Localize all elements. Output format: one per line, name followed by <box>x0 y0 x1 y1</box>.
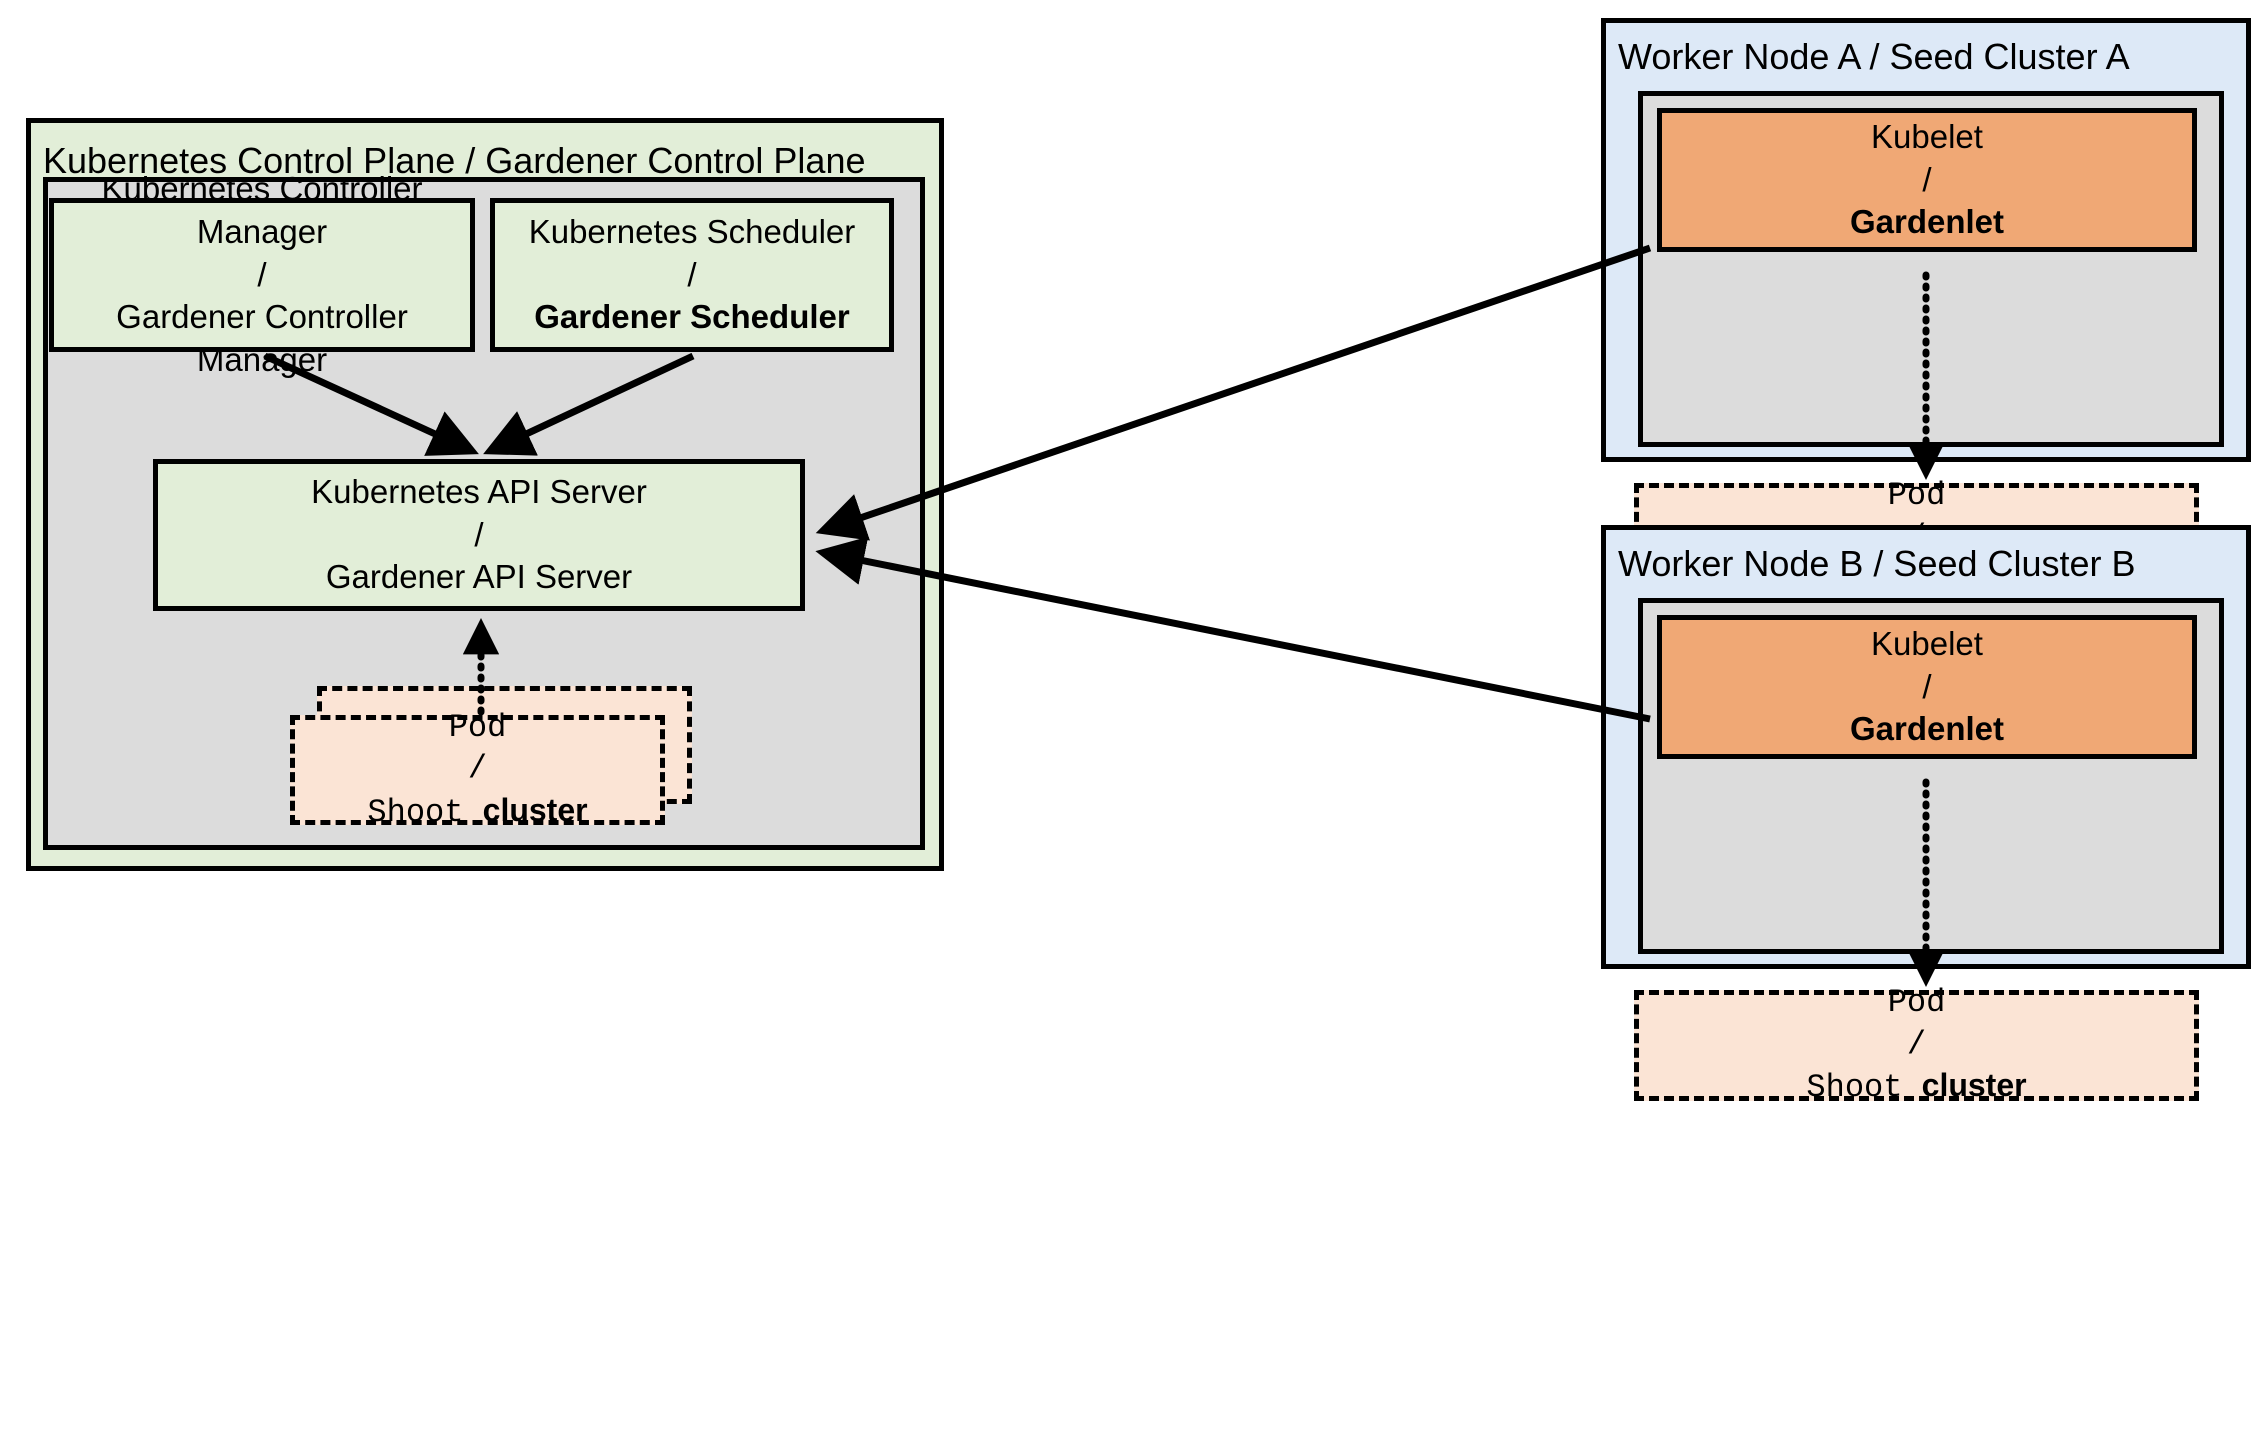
arrow-seed-b-kubelet-to-api-server <box>815 536 1651 723</box>
seed-b-kubelet-line-1: Kubelet <box>1871 624 1983 662</box>
seed-b-pod-separator: / <box>1906 1025 1927 1063</box>
seed-a-kubelet-line-1: Kubelet <box>1871 117 1983 155</box>
scheduler-separator: / <box>687 255 697 293</box>
control-plane-pod-box[interactable]: Pod / Shoot cluster <box>290 709 665 831</box>
seed-b-kubelet-box[interactable]: Kubelet / Gardenlet <box>1657 615 2197 759</box>
api-server-line-1: Kubernetes API Server <box>311 472 647 510</box>
scheduler-line-1: Kubernetes Scheduler <box>528 212 856 250</box>
seed-b-pod-cluster-word: cluster <box>1921 1067 2027 1104</box>
control-plane-pod-line-1: Pod <box>448 708 507 746</box>
seed-b-pod-line-1: Pod <box>1887 984 1946 1022</box>
seed-cluster-a-title: Worker Node A / Seed Cluster A <box>1618 36 2130 77</box>
arrow-seed-a-kubelet-to-api-server <box>815 244 1652 541</box>
control-plane-pod-shoot-word: Shoot <box>367 793 483 831</box>
seed-b-pod-line-2: Shoot cluster <box>1806 1065 2026 1109</box>
seed-b-kubelet-separator: / <box>1922 667 1932 705</box>
seed-b-kubelet-line-2: Gardenlet <box>1849 710 2005 748</box>
seed-b-pod-box[interactable]: Pod / Shoot cluster <box>1634 984 2199 1106</box>
controller-manager-line-1: Kubernetes Controller Manager <box>101 169 423 250</box>
api-server-line-2: Gardener API Server <box>325 558 633 596</box>
api-server-separator: / <box>474 515 484 553</box>
control-plane-pod-separator: / <box>467 750 488 788</box>
controller-manager-line-2: Gardener Controller Manager <box>116 298 408 379</box>
seed-a-pod-line-1: Pod <box>1887 477 1946 515</box>
control-plane-title: Kubernetes Control Plane / Gardener Cont… <box>43 140 866 181</box>
scheduler-line-2: Gardener Scheduler <box>534 298 850 336</box>
kubernetes-controller-manager-box[interactable]: Kubernetes Controller Manager / Gardener… <box>49 170 475 378</box>
seed-a-kubelet-box[interactable]: Kubelet / Gardenlet <box>1657 108 2197 252</box>
control-plane-pod-cluster-word: cluster <box>482 791 588 828</box>
kubernetes-scheduler-box[interactable]: Kubernetes Scheduler / Gardener Schedule… <box>490 198 894 352</box>
seed-b-pod-shoot-word: Shoot <box>1806 1069 1922 1107</box>
seed-a-kubelet-line-2: Gardenlet <box>1849 203 2005 241</box>
controller-manager-separator: / <box>257 255 267 293</box>
control-plane-pod-line-2: Shoot cluster <box>367 790 587 834</box>
seed-cluster-b-title: Worker Node B / Seed Cluster B <box>1618 543 2136 584</box>
kubernetes-api-server-box[interactable]: Kubernetes API Server / Gardener API Ser… <box>153 459 805 611</box>
seed-a-kubelet-separator: / <box>1922 160 1932 198</box>
